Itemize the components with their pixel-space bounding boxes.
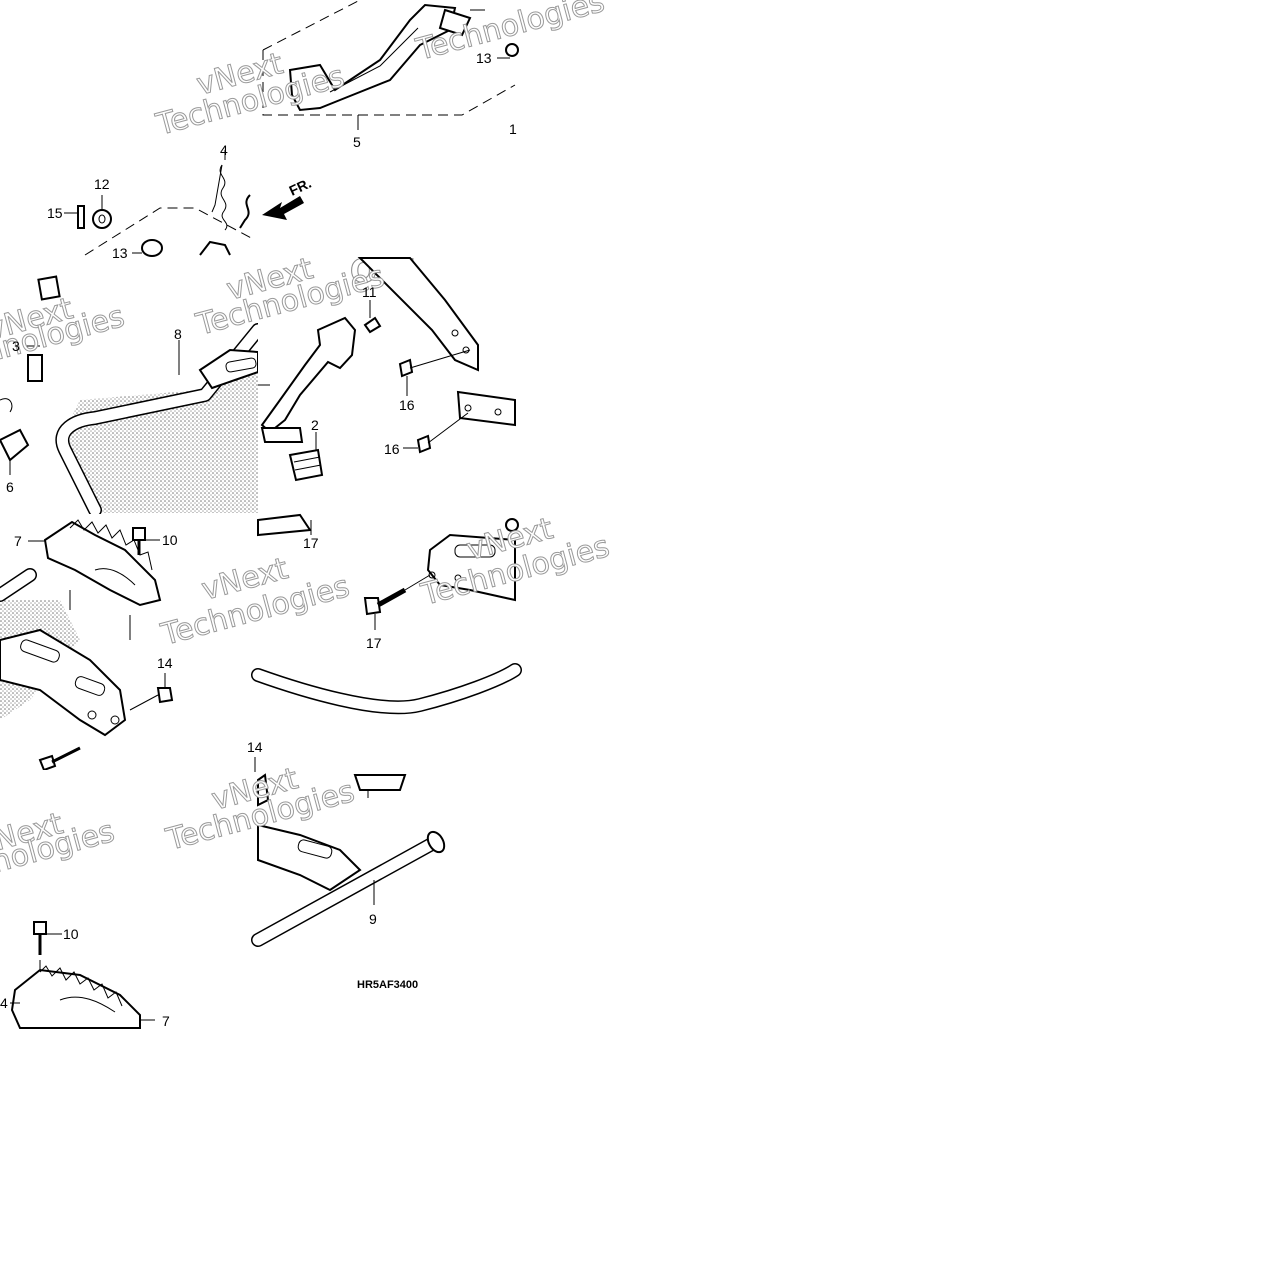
callout-10-bottom: 10 (63, 926, 79, 942)
brake-pedal (260, 316, 357, 434)
callout-5: 5 (353, 134, 361, 150)
callout-11: 11 (362, 284, 377, 300)
front-direction-arrow: FR. (262, 175, 314, 220)
callout-17-bottom: 17 (366, 635, 382, 651)
callout-17-top: 17 (303, 535, 319, 551)
pedal-rubber (288, 448, 324, 482)
tile-step-bar-9 (251, 757, 516, 998)
tile-switch-step-bar (0, 258, 265, 517)
footpeg-second (10, 968, 141, 1029)
callout-2: 2 (311, 417, 319, 433)
tile-pedal-bolts: ONI (258, 252, 516, 513)
return-spring (219, 164, 228, 231)
callout-6: 6 (6, 479, 14, 495)
callout-3: 3 (12, 338, 20, 354)
callout-4-partial: 4 (0, 995, 8, 1011)
callout-7-top: 7 (14, 533, 22, 549)
tile-bolt-bar (251, 513, 522, 770)
callout-12: 12 (94, 176, 110, 192)
tile-brake-pedal-assembly (262, 0, 519, 130)
callout-7-bottom: 7 (162, 1013, 170, 1029)
tile-footpeg-left (0, 514, 258, 772)
callout-15: 15 (47, 205, 63, 221)
callout-16-top: 16 (399, 397, 415, 413)
callout-16-bottom: 16 (384, 441, 400, 457)
callout-13-top: 13 (476, 50, 492, 66)
callout-14-partial: 14 (247, 739, 263, 755)
callout-1-partial: 1 (509, 121, 517, 137)
callout-13-left: 13 (112, 245, 128, 261)
diagram-code: HR5AF3400 (357, 979, 418, 991)
assembly-outline (262, 50, 516, 116)
callout-14: 14 (157, 655, 173, 671)
tile-footpeg-right (0, 770, 258, 1029)
callout-8: 8 (174, 326, 182, 342)
footpeg (43, 520, 162, 607)
front-arrow-label: FR. (287, 175, 314, 199)
callout-9: 9 (369, 911, 377, 927)
tile-spring-washers: FR. (64, 150, 314, 257)
callout-labels: 5 13 1 4 12 15 13 3 8 6 11 2 16 16 7 10 … (0, 50, 517, 1029)
callout-4: 4 (220, 142, 228, 158)
callout-10-top: 10 (162, 532, 178, 548)
